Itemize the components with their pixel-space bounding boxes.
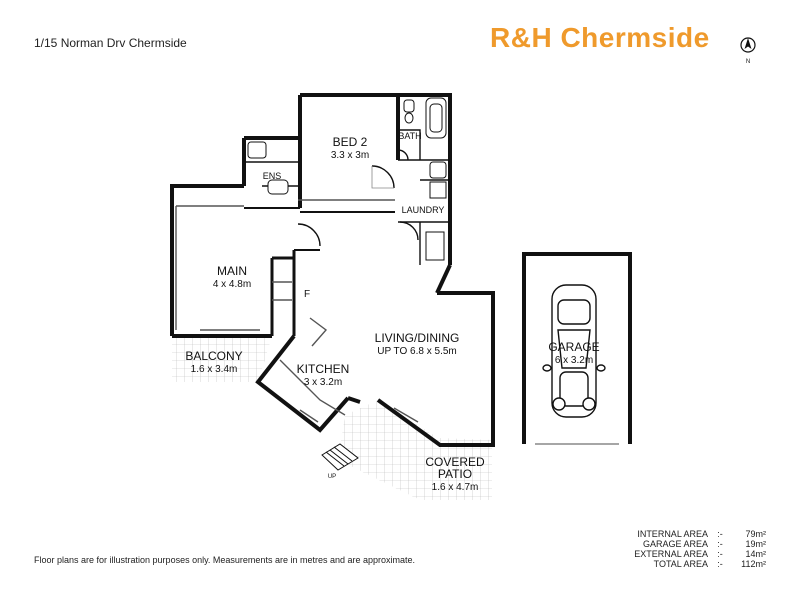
main-label: MAIN	[217, 264, 247, 278]
balcony-dims: 1.6 x 3.4m	[191, 364, 238, 375]
garage-label: GARAGE	[548, 340, 599, 354]
car-icon	[542, 284, 606, 418]
disclaimer: Floor plans are for illustration purpose…	[34, 555, 416, 565]
balcony-floor	[172, 336, 272, 382]
balcony-label: BALCONY	[185, 349, 242, 363]
bath-label: BATH	[398, 131, 421, 141]
area-row: EXTERNAL AREA :- 14m²	[634, 549, 766, 559]
north-label: N	[746, 59, 750, 65]
agency-logo: R&H Chermside	[490, 22, 710, 53]
area-row: GARAGE AREA :- 19m²	[642, 539, 766, 549]
living-dims: UP TO 6.8 x 5.5m	[377, 346, 456, 357]
area-row: INTERNAL AREA :- 79m²	[637, 529, 766, 539]
garage-dims: 6 x 3.2m	[555, 355, 593, 366]
area-row: TOTAL AREA :- 112m²	[653, 559, 766, 569]
north-arrow-icon: N	[740, 37, 756, 65]
kitchen-dims: 3 x 3.2m	[304, 377, 342, 388]
garage	[522, 252, 632, 445]
property-address: 1/15 Norman Drv Chermside	[34, 36, 187, 50]
living-label: LIVING/DINING	[375, 331, 460, 345]
ens-label: ENS	[263, 171, 282, 181]
fridge-label: F	[304, 289, 310, 300]
bed2-dims: 3.3 x 3m	[331, 150, 369, 161]
interior-walls	[175, 129, 450, 423]
stairs-up-label: UP	[328, 474, 336, 480]
patio-floor	[338, 400, 492, 500]
patio-dims: 1.6 x 4.7m	[432, 482, 479, 493]
main-dims: 4 x 4.8m	[213, 279, 251, 290]
patio-label-1: COVERED	[425, 455, 485, 469]
bed2-label: BED 2	[333, 135, 368, 149]
patio-label-2: PATIO	[438, 467, 472, 481]
kitchen-label: KITCHEN	[297, 362, 350, 376]
laundry-label: LAUNDRY	[402, 205, 445, 215]
area-summary: INTERNAL AREA :- 79m² GARAGE AREA :- 19m…	[634, 529, 766, 569]
fixtures	[247, 97, 447, 471]
